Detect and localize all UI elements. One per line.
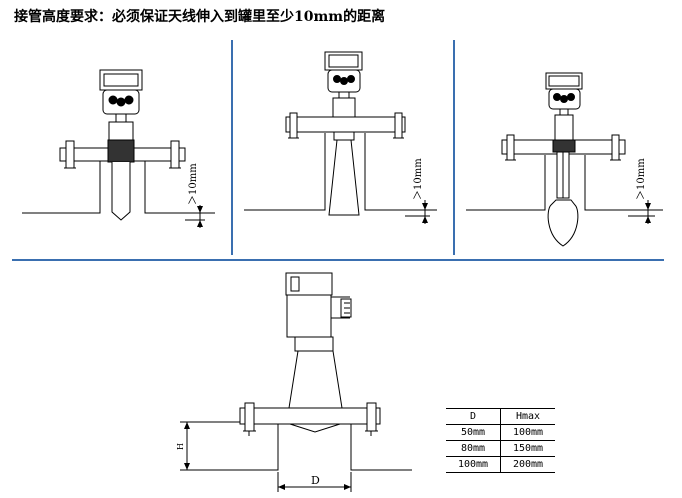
dim-label-panel1: ＞10mm [188, 163, 199, 205]
table-cell: 100mm [500, 424, 555, 441]
height-label: H [176, 443, 185, 450]
diagram-horn-antenna [244, 51, 437, 224]
table-header-d: D [446, 408, 501, 425]
dim-label-panel2: ＞10mm [413, 158, 424, 200]
nozzle-size-table: D Hmax 50mm 100mm 80mm 150mm 100mm 200mm [446, 408, 555, 473]
table-header-row: D Hmax [446, 408, 555, 425]
panel-divider-2 [453, 40, 455, 255]
dimension-arrows [184, 203, 651, 490]
dim-label-panel3: ＞10mm [636, 158, 647, 200]
table-row: 80mm 150mm [446, 440, 555, 457]
diameter-label: D [311, 474, 320, 487]
page-title: 接管高度要求：必须保证天线伸入到罐里至少10mm的距离 [14, 9, 386, 25]
table-cell: 150mm [500, 440, 555, 457]
diagram-drop-antenna [466, 72, 663, 247]
table-cell: 50mm [446, 424, 501, 441]
diagram-nozzle-sizing [180, 272, 412, 492]
table-cell: 100mm [446, 456, 501, 473]
table-cell: 80mm [446, 440, 501, 457]
table-header-hmax: Hmax [500, 408, 555, 425]
table-row: 50mm 100mm [446, 424, 555, 441]
diagram-rod-antenna [22, 69, 215, 228]
panel-divider-1 [231, 40, 233, 255]
section-divider [12, 259, 664, 261]
table-row: 100mm 200mm [446, 456, 555, 473]
table-cell: 200mm [500, 456, 555, 473]
